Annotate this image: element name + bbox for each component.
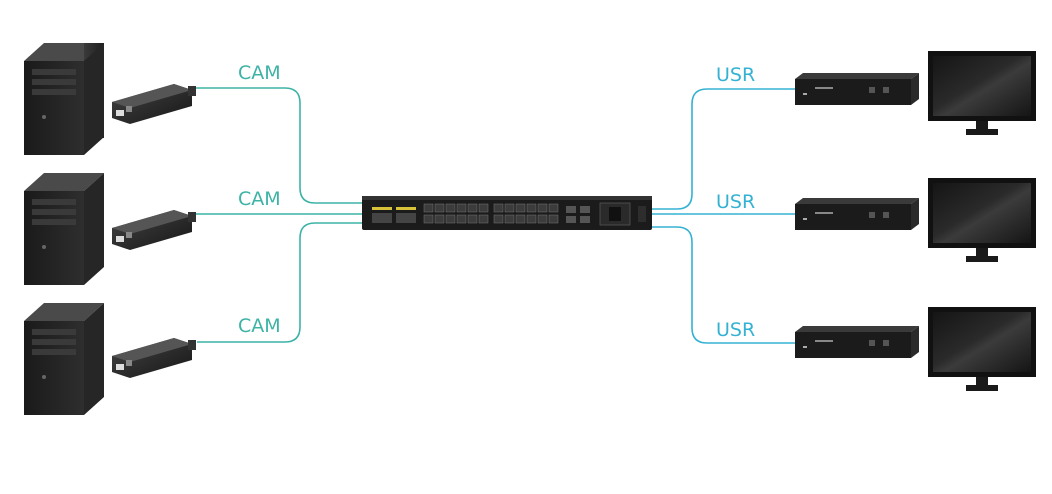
server-tower-icon [24,173,104,285]
transmitter-dongle-icon [112,210,196,250]
monitor-icon [928,307,1036,391]
usr-cable-3 [650,226,795,344]
usr-cable-1 [650,88,795,210]
monitor-icon [928,51,1036,135]
cam-label-3: CAM [238,315,281,337]
network-switch-icon [362,196,652,230]
server-tower-icon [24,43,104,155]
cam-cable-3 [197,222,364,343]
usr-label-1: USR [716,64,755,86]
transmitter-dongle-icon [112,338,196,378]
usr-label-3: USR [716,319,755,341]
switch-port-bank [423,203,559,224]
cam-label-2: CAM [238,188,281,210]
monitor-icon [928,178,1036,262]
transmitter-dongle-icon [112,84,196,124]
cam-cable-1 [192,87,364,204]
server-tower-icon [24,303,104,415]
receiver-box-icon [795,73,919,105]
receiver-box-icon [795,326,919,358]
receiver-box-icon [795,198,919,230]
cam-label-1: CAM [238,62,281,84]
cables [192,87,795,344]
usr-label-2: USR [716,191,755,213]
